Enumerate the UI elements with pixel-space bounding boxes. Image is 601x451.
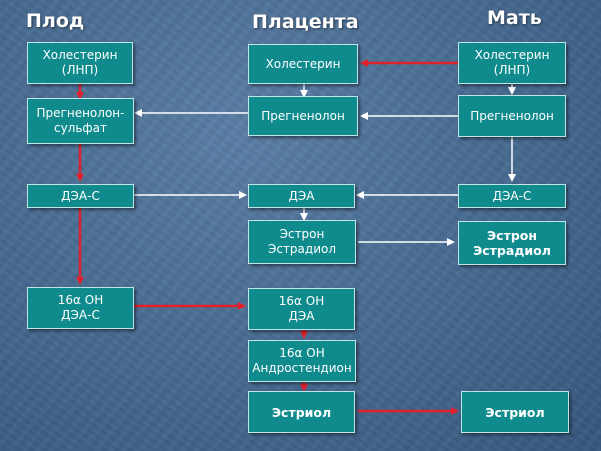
node-mother-cholesterol: Холестерин (ЛНП)	[458, 42, 566, 84]
node-label: Прегненолон	[261, 108, 345, 123]
node-mother-estriol: Эстриол	[461, 391, 569, 433]
column-header-mother: Мать	[487, 7, 542, 29]
column-header-fetus: Плод	[26, 10, 85, 32]
node-placenta-16oh-androstenedione: 16α ОН Андростендион	[248, 340, 356, 382]
node-label: Эстрон Эстрадиол	[267, 227, 337, 256]
node-label: 16α ОН Андростендион	[252, 346, 352, 375]
node-label: Холестерин	[265, 56, 341, 71]
node-label: 16α ОН ДЭА	[278, 294, 325, 323]
node-mother-dhea-s: ДЭА-С	[458, 184, 566, 208]
node-label: 16α ОН ДЭА-С	[57, 293, 104, 322]
node-placenta-estrone-estradiol: Эстрон Эстрадиол	[248, 220, 356, 264]
node-label: ДЭА-С	[492, 188, 532, 203]
node-placenta-dhea: ДЭА	[248, 184, 355, 208]
column-header-placenta: Плацента	[252, 11, 359, 33]
node-fetus-pregnenolone-sulfate: Прегненолон- сульфат	[27, 98, 134, 144]
node-label: Прегненолон- сульфат	[36, 106, 125, 135]
node-label: Холестерин (ЛНП)	[474, 48, 550, 77]
node-placenta-estriol: Эстриол	[248, 391, 355, 433]
node-placenta-cholesterol: Холестерин	[248, 44, 358, 84]
node-label: Прегненолон	[470, 108, 554, 123]
node-placenta-pregnenolone: Прегненолон	[248, 96, 358, 136]
node-label: Эстрон Эстрадиол	[473, 228, 551, 258]
node-fetus-16oh-dhea-s: 16α ОН ДЭА-С	[27, 287, 134, 329]
node-fetus-dhea-s: ДЭА-С	[27, 184, 134, 208]
node-fetus-cholesterol: Холестерин (ЛНП)	[27, 42, 133, 84]
node-label: Эстриол	[485, 404, 545, 420]
node-placenta-16oh-dhea: 16α ОН ДЭА	[248, 288, 355, 330]
node-label: Холестерин (ЛНП)	[42, 48, 118, 77]
node-label: ДЭА	[288, 188, 315, 203]
node-label: ДЭА-С	[61, 188, 100, 203]
node-mother-pregnenolone: Прегненолон	[458, 95, 566, 137]
node-label: Эстриол	[271, 404, 332, 420]
node-mother-estrone-estradiol: Эстрон Эстрадиол	[458, 221, 566, 265]
